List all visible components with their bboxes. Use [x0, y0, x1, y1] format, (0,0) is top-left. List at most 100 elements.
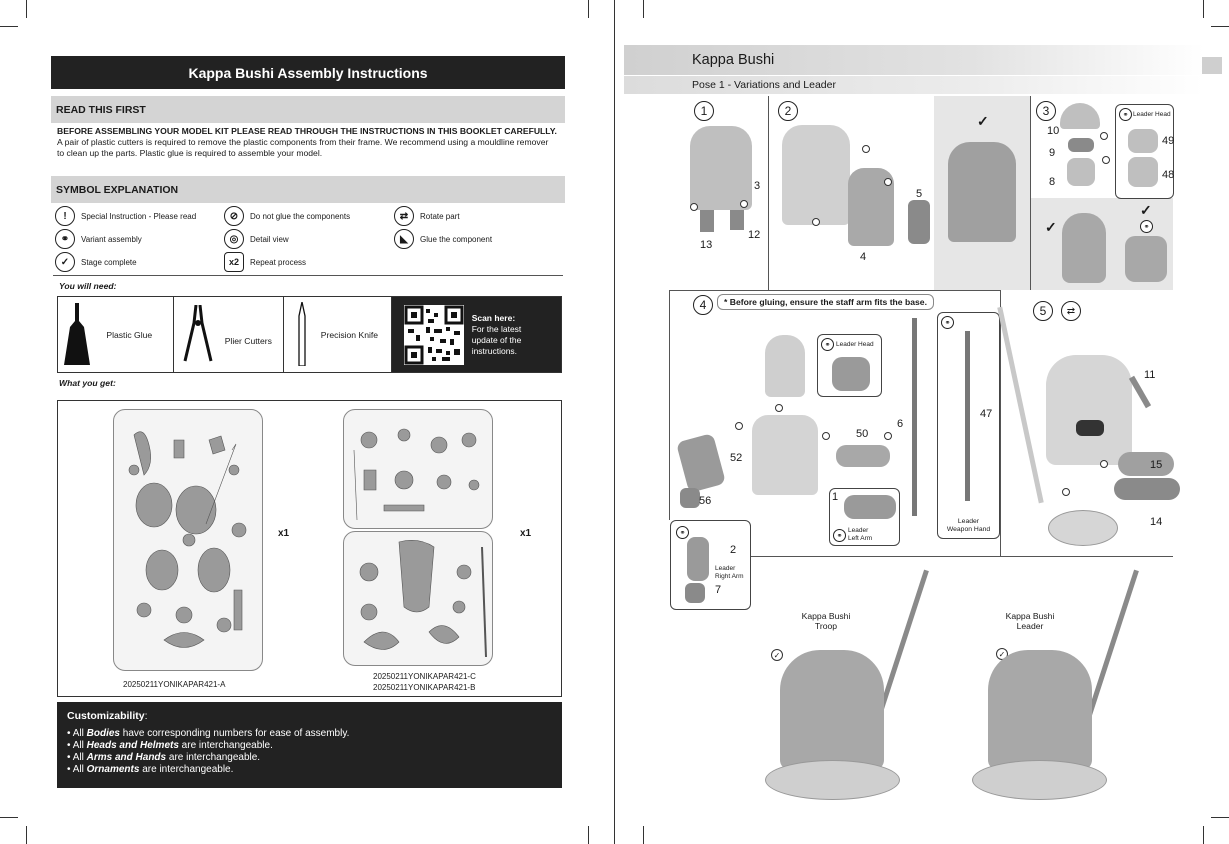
sprue-b-code: 20250211YONIKAPAR421-B — [373, 683, 476, 692]
item-bold: Bodies — [86, 728, 120, 739]
part-number: 9 — [1049, 147, 1056, 159]
customizability-item: • All Heads and Helmets are interchangea… — [67, 740, 273, 751]
glue-icon — [884, 178, 892, 186]
symbol-variant: ⚭ Variant assembly — [55, 229, 142, 249]
variant-icon: ⚭ — [1119, 108, 1132, 121]
symbol-heading: SYMBOL EXPLANATION — [51, 176, 565, 203]
glue-icon — [1100, 460, 1108, 468]
part-number: 50 — [856, 428, 869, 440]
grid-divider — [669, 290, 670, 520]
step2-back-figure — [782, 125, 850, 225]
symbol-detail-view: ◎ Detail view — [224, 229, 289, 249]
leader-model — [988, 650, 1092, 770]
step1-body-figure — [690, 126, 752, 210]
item-bold: Arms and Hands — [86, 752, 167, 763]
item-pre: All — [72, 752, 87, 763]
read-first-bold: BEFORE ASSEMBLING YOUR MODEL KIT PLEASE … — [57, 126, 557, 136]
part-number: 6 — [897, 418, 904, 430]
part-number: 48 — [1162, 169, 1175, 181]
label-line: Kappa Bushi — [801, 611, 851, 621]
check-icon: ✓ — [55, 252, 75, 272]
glue-icon — [1100, 132, 1108, 140]
troop-base — [765, 760, 900, 800]
step5-body — [1046, 355, 1132, 465]
item-bold: Ornaments — [86, 764, 140, 775]
grid-divider — [1000, 290, 1001, 556]
glue-icon — [1062, 488, 1070, 496]
crop-mark — [1211, 817, 1229, 818]
grid-divider — [1030, 96, 1031, 290]
read-first-body: A pair of plastic cutters is required to… — [57, 137, 549, 158]
step-2-number: 2 — [778, 101, 798, 121]
step2-complete-figure — [948, 142, 1016, 242]
glue-icon — [822, 432, 830, 440]
variant-icon: ⚭ — [55, 229, 75, 249]
label-line: Leader — [957, 518, 980, 525]
glue-icon — [884, 432, 892, 440]
symbol-glue: ◣ Glue the component — [394, 229, 492, 249]
symbol-label: Detail view — [250, 234, 289, 244]
rotate-icon: ⇄ — [1061, 301, 1081, 321]
leader-right-arm-label: Leader Right Arm — [715, 565, 744, 581]
sprue-panel: x1 20250211YONIKAPAR421-A — [57, 400, 562, 697]
stage-complete-icon: ✓ — [1140, 202, 1152, 218]
part-number: 14 — [1150, 516, 1163, 528]
item-post: are interchangeable. — [178, 740, 273, 751]
sprue-cb-quantity: x1 — [520, 528, 532, 539]
label-line: Weapon Hand — [946, 526, 991, 533]
glue-bottle-icon — [64, 303, 90, 365]
step4-arm-50 — [836, 445, 890, 467]
customizability-title-text: Customizability — [67, 710, 145, 722]
detail-view-icon: ◎ — [224, 229, 244, 249]
leader-left-arm-label: Leader Left Arm — [848, 527, 872, 543]
symbol-label: Do not glue the components — [250, 211, 351, 221]
step3-troop-head — [1062, 213, 1106, 283]
part-number: 56 — [699, 495, 712, 507]
symbol-stage-complete: ✓ Stage complete — [55, 252, 137, 272]
scan-text: Scan here: For the latest update of the … — [472, 313, 522, 357]
tool-precision-knife: Precision Knife — [284, 297, 392, 372]
leader-weapon-hand-box: ⚭ Leader Weapon Hand — [937, 312, 1000, 539]
page-title: Kappa Bushi Assembly Instructions — [51, 56, 565, 89]
tool-label: Plastic Glue — [106, 329, 153, 340]
item-pre: All — [72, 764, 87, 775]
part-number: 7 — [715, 584, 722, 596]
step3-head — [1067, 158, 1095, 186]
step4-body — [752, 415, 818, 495]
step3-leader-head — [1125, 236, 1167, 282]
step4-staff — [912, 318, 917, 516]
label-line: Leader — [1016, 621, 1044, 631]
leader-head-label: Leader Head — [1133, 111, 1171, 118]
step5-staff — [997, 306, 1044, 504]
symbol-legend: ! Special Instruction - Please read ⊘ Do… — [53, 205, 565, 275]
stage-complete-icon: ✓ — [977, 113, 989, 129]
part-number: 49 — [1162, 135, 1175, 147]
troop-model — [780, 650, 884, 770]
crop-mark — [1211, 26, 1229, 27]
left-page: Kappa Bushi Assembly Instructions READ T… — [0, 0, 614, 844]
customizability-item: • All Bodies have corresponding numbers … — [67, 728, 350, 739]
scan-line: instructions. — [471, 345, 518, 356]
glue-icon — [862, 145, 870, 153]
part-number: 5 — [916, 188, 923, 200]
scan-title: Scan here: — [471, 312, 516, 323]
crop-mark — [26, 826, 27, 844]
what-you-get-label: What you get: — [59, 378, 116, 388]
item-bold: Heads and Helmets — [86, 740, 179, 751]
part-number: 52 — [730, 452, 743, 464]
part-number: 2 — [730, 544, 737, 556]
symbol-label: Special Instruction - Please read — [81, 211, 197, 221]
right-page-title: Kappa Bushi — [624, 45, 1204, 75]
item-post: are interchangeable. — [166, 752, 261, 763]
sprue-b-image — [343, 531, 493, 666]
variant-icon: ⚭ — [1140, 220, 1153, 233]
crop-mark — [1203, 826, 1204, 844]
crop-mark — [588, 0, 589, 18]
leader-left-arm — [844, 495, 896, 519]
leader-helmet — [1128, 129, 1158, 153]
qr-code-icon[interactable] — [403, 304, 464, 365]
leader-head-variant-box: ⚭ Leader Head — [1115, 104, 1174, 199]
crop-mark — [1203, 0, 1204, 18]
symbol-label: Rotate part — [420, 211, 460, 221]
label-line: Left Arm — [848, 535, 873, 542]
